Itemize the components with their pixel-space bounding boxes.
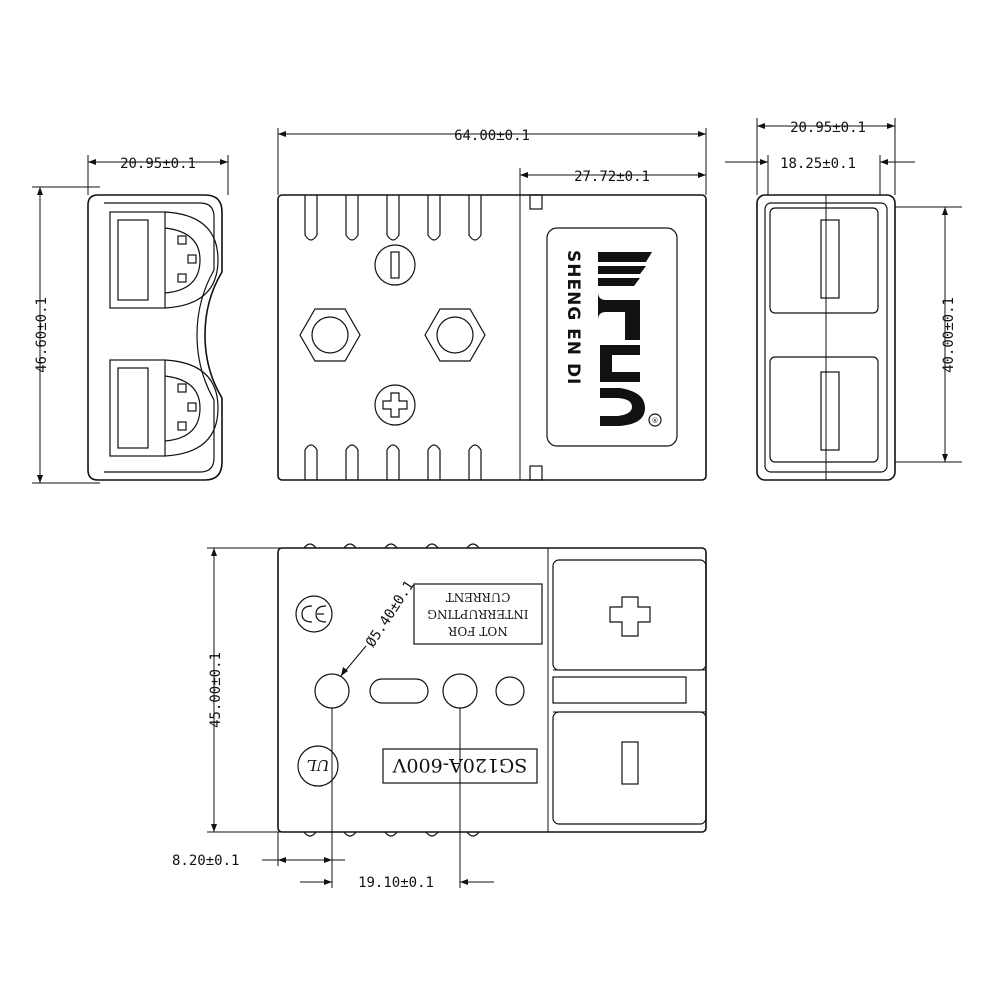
warning-box: NOT FOR INTERRUPTING CURRENT: [413, 583, 543, 645]
front-height-label: 46.60±0.1: [34, 297, 50, 373]
side-height-label: 40.00±0.1: [941, 297, 957, 373]
brand-text: SHENG EN DI: [563, 250, 583, 385]
bottom-edge-bumps: [303, 543, 480, 837]
bottom-height-label: 45.00±0.1: [208, 652, 224, 728]
phillips-screw-icon: [374, 384, 416, 426]
small-hole: [495, 676, 525, 706]
bottom-height-dimension: 45.00±0.1: [207, 547, 290, 833]
side-width-label: 20.95±0.1: [790, 120, 866, 136]
side-inner-dimension: 18.25±0.1: [725, 155, 915, 195]
oval-slot: [369, 678, 429, 704]
ul-mark-icon: UL: [297, 745, 339, 787]
plus-icon: [609, 596, 651, 637]
spacing-dimension: 19.10±0.1: [300, 875, 494, 891]
slot-screw-icon: [374, 244, 416, 286]
minus-icon: [621, 741, 639, 785]
offset-dimension: 8.20±0.1: [172, 853, 345, 869]
top-fins-lower: [304, 444, 482, 480]
front-housing-outline: [87, 194, 223, 481]
ce-mark-icon: [295, 595, 333, 633]
registered-mark: ®: [652, 417, 659, 425]
side-view: 20.95±0.1 18.25±0.1 40.00±0.1: [725, 118, 962, 481]
side-upper-contact: [820, 219, 840, 299]
side-lower-slot: [769, 356, 879, 463]
front-width-dimension: 20.95±0.1: [87, 155, 229, 195]
bottom-view: 45.00±0.1: [172, 543, 707, 891]
front-width-label: 20.95±0.1: [120, 156, 196, 172]
top-body-outline: [277, 194, 707, 481]
warning-line-3: CURRENT: [446, 590, 511, 604]
front-height-dimension: 46.60±0.1: [32, 186, 100, 484]
hex-nut-left-icon: [299, 308, 361, 362]
front-view: 20.95±0.1 46.60±0.1: [32, 155, 229, 484]
ul-mark-text: UL: [307, 756, 330, 774]
side-upper-slot: [769, 207, 879, 314]
brand-plate: [546, 227, 678, 447]
side-inner-label: 18.25±0.1: [780, 156, 856, 172]
front-lower-contact: [109, 359, 219, 457]
offset-label: 8.20±0.1: [172, 853, 239, 869]
top-length-label: 64.00±0.1: [454, 128, 530, 144]
warning-line-1: NOT FOR: [447, 624, 507, 638]
warning-line-2: INTERRUPTING: [427, 607, 528, 621]
top-fins-upper: [304, 195, 482, 241]
side-lower-contact: [820, 371, 840, 451]
bottom-body-outline: [277, 547, 707, 833]
side-width-dimension: 20.95±0.1: [756, 118, 896, 195]
brand-logo-icon: ®: [598, 252, 662, 427]
top-length-dimension: 64.00±0.1: [277, 128, 707, 195]
top-view: 64.00±0.1 27.72±0.1: [277, 128, 707, 481]
spacing-label: 19.10±0.1: [358, 875, 434, 891]
front-upper-contact: [109, 211, 219, 309]
top-housing-dimension: 27.72±0.1: [519, 168, 706, 195]
hex-nut-right-icon: [424, 308, 486, 362]
bottom-center-slot: [552, 676, 687, 704]
top-housing-label: 27.72±0.1: [574, 169, 650, 185]
